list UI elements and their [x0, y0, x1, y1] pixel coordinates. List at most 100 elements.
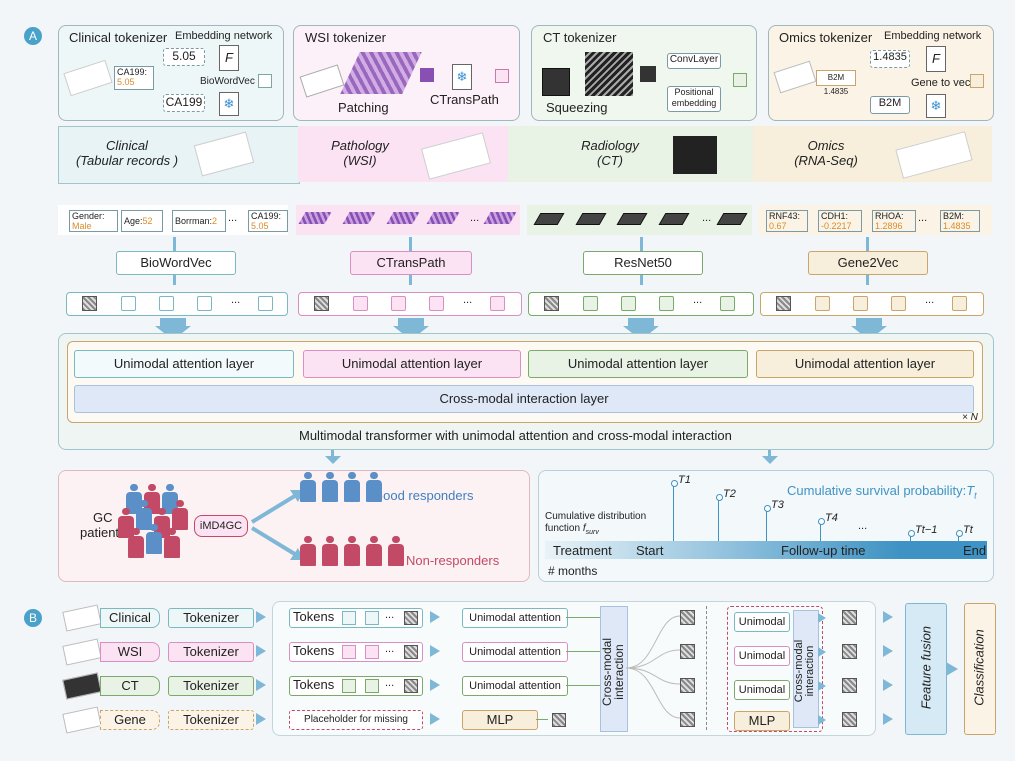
followup-label: Follow-up time — [781, 543, 866, 558]
stem-left-out — [331, 450, 334, 458]
row-token-ellipsis: ... — [385, 677, 395, 689]
ct-volume-icon — [542, 68, 570, 96]
patient-icon-head — [140, 500, 148, 508]
mlp-token — [552, 713, 566, 727]
patient-icon-head — [166, 484, 174, 492]
banner-clinical — [58, 126, 300, 184]
patient-icon-head — [130, 484, 138, 492]
cross-modal-block-2 — [793, 610, 819, 728]
row-unimodal-attention: Unimodal attention — [462, 642, 568, 662]
arrow-left-out — [325, 456, 341, 464]
ct-illustration — [673, 136, 717, 174]
row-arrow-4 — [883, 713, 893, 725]
patient-icon-head — [150, 524, 158, 532]
row-token-b — [365, 645, 379, 659]
lollipop-dot — [671, 480, 678, 487]
row-cls-out — [680, 644, 695, 659]
patient-icon-body — [172, 508, 188, 531]
attention-radiology: Unimodal attention layer — [528, 350, 748, 378]
row-arrow — [256, 679, 266, 691]
token-cell — [621, 296, 636, 311]
big-stem-3 — [628, 318, 654, 328]
row-unimodal: Unimodal — [734, 680, 790, 700]
cross-modal-layer: Cross-modal interaction layer — [74, 385, 974, 413]
omics-val-box: 1.4835 — [870, 50, 910, 68]
row-unimodal: Unimodal — [734, 612, 790, 632]
wsi-token-out — [495, 69, 509, 83]
modality-icon — [62, 604, 102, 632]
lollipop-dot — [818, 518, 825, 525]
field-gender: Gender:Male — [69, 210, 118, 232]
row-arrow-2 — [430, 713, 440, 725]
row-modality-label: WSI — [100, 642, 160, 662]
row-line — [566, 651, 600, 652]
stem-clinical-1 — [173, 237, 176, 251]
row-line — [566, 685, 600, 686]
clinical-card: CA199:5.05 — [114, 66, 154, 90]
token-cls — [544, 296, 559, 311]
good-person-icon-body — [300, 480, 316, 503]
bad-person-icon-body — [388, 544, 404, 567]
token-ellipsis: ... — [693, 294, 703, 306]
token-row-pathology — [298, 292, 522, 316]
dashed-divider — [706, 606, 707, 730]
ct-slice-stack — [585, 52, 633, 96]
omics-embed-label: Embedding network — [884, 30, 982, 42]
good-person-icon-body — [366, 480, 382, 503]
convlayer-box: ConvLayer — [667, 53, 721, 69]
row-cls-out-2 — [842, 610, 857, 625]
start-label: Start — [636, 543, 664, 558]
good-responders-label: Good responders — [373, 488, 474, 503]
lollipop-stem — [718, 500, 719, 541]
patient-icon-body — [118, 516, 134, 539]
patient-icon-head — [148, 484, 156, 492]
classification-label: Classification — [971, 629, 987, 706]
bad-person-icon-head — [370, 536, 378, 544]
lollipop-stem — [958, 536, 959, 541]
good-person-icon-head — [348, 472, 356, 480]
ct-slice — [640, 66, 656, 82]
row-tokenizer-box: Tokenizer — [168, 710, 254, 730]
row-arrow — [256, 645, 266, 657]
row-tokens-box — [289, 676, 423, 696]
treatment-label: Treatment — [553, 543, 612, 558]
row-arrow-4 — [883, 611, 893, 623]
row-cls-out — [680, 712, 695, 727]
arrow-to-class — [946, 662, 958, 676]
token-cell — [583, 296, 598, 311]
row-modality-label: CT — [100, 676, 160, 696]
lollipop-label: Tt−1 — [915, 524, 938, 536]
imd4gc-box: iMD4GC — [194, 515, 248, 537]
biowordvec-small: BioWordVec — [200, 76, 255, 87]
non-responders-label: Non-responders — [406, 553, 500, 568]
panel-a-badge: A — [24, 27, 42, 45]
modality-pathology: Pathology(WSI) — [331, 138, 389, 168]
token-cell — [720, 296, 735, 311]
ctranspath-small: CTransPath — [430, 92, 499, 107]
cross-modal-text-1: Cross-modal interaction — [600, 638, 626, 707]
good-person-icon-body — [322, 480, 338, 503]
patient-icon-head — [132, 528, 140, 536]
bad-person-icon-head — [304, 536, 312, 544]
modality-omics: Omics(RNA-Seq) — [794, 138, 858, 168]
token-cls — [314, 296, 329, 311]
modality-icon — [62, 638, 102, 666]
bad-person-icon-head — [348, 536, 356, 544]
survival-title: Cumulative survival probability:Tt — [787, 483, 977, 501]
token-cell — [853, 296, 868, 311]
row-tokens-label: Tokens — [293, 677, 335, 692]
row-token-cls — [404, 645, 418, 659]
clinical-embed-label: Embedding network — [175, 30, 273, 42]
modality-clinical: Clinical(Tabular records ) — [75, 138, 179, 168]
squeezing-label: Squeezing — [546, 100, 608, 115]
big-stem-2 — [398, 318, 424, 328]
attention-pathology: Unimodal attention layer — [303, 350, 521, 378]
row-tokens-box — [289, 642, 423, 662]
wsi-ellipsis: ... — [470, 212, 480, 224]
token-cell — [815, 296, 830, 311]
encoder-resnet50: ResNet50 — [583, 251, 703, 275]
row-tokenizer-box: Tokenizer — [168, 676, 254, 696]
row-arrow-2 — [430, 679, 440, 691]
row-cls-out — [680, 678, 695, 693]
row-token-cls — [404, 611, 418, 625]
